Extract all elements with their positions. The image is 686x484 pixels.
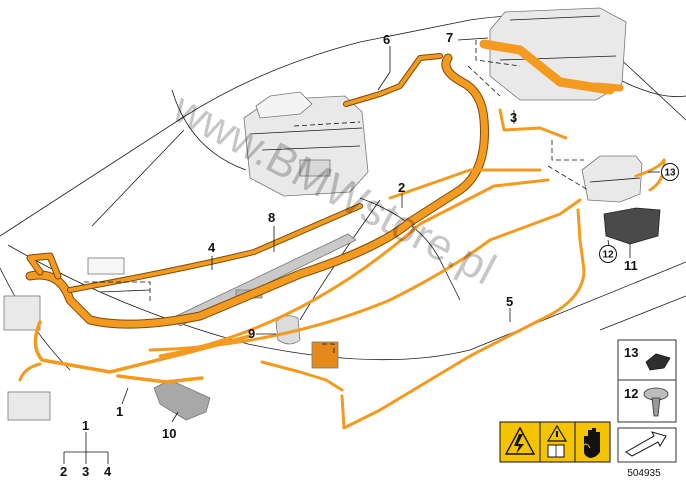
callout-12-circled: 12 bbox=[602, 250, 614, 261]
callout-6: 6 bbox=[383, 32, 390, 47]
charging-unit bbox=[581, 155, 661, 245]
callout-4: 4 bbox=[208, 240, 216, 255]
callout-1: 1 bbox=[116, 404, 123, 419]
callout-13-circled: 13 bbox=[664, 168, 676, 179]
connector-box bbox=[311, 341, 339, 369]
callout-7: 7 bbox=[446, 30, 453, 45]
cable-holder bbox=[153, 379, 211, 421]
callout-12-circle bbox=[599, 245, 617, 263]
direction-arrow-icon bbox=[625, 431, 667, 457]
callout-8: 8 bbox=[268, 210, 275, 225]
grouping-dashes bbox=[84, 40, 589, 356]
callout-2-group: 2 bbox=[60, 464, 67, 479]
callout-13-circle bbox=[661, 163, 679, 181]
warning-label bbox=[499, 421, 611, 463]
no-touch-hand-icon bbox=[584, 428, 600, 458]
direction-box bbox=[617, 427, 677, 463]
callout-5: 5 bbox=[506, 294, 513, 309]
callout-3: 3 bbox=[510, 110, 517, 125]
hv-battery bbox=[479, 7, 627, 101]
callout-10: 10 bbox=[162, 426, 176, 441]
callout-3-group: 3 bbox=[82, 464, 89, 479]
diagram-reference-number: 504935 bbox=[627, 468, 661, 479]
callout-2: 2 bbox=[398, 180, 405, 195]
legend-item-13: 13 bbox=[624, 345, 638, 360]
callout-11: 11 bbox=[624, 258, 638, 273]
hv-cables bbox=[18, 53, 666, 430]
small-parts-panel: 13 12 bbox=[617, 339, 677, 423]
leader-lines bbox=[63, 37, 660, 464]
callout-4-group: 4 bbox=[104, 464, 112, 479]
callout-1-group: 1 bbox=[82, 418, 89, 433]
callout-labels: 6 7 3 2 4 8 5 9 10 1 11 1 2 3 4 bbox=[60, 30, 638, 479]
circled-callouts: 13 12 bbox=[599, 163, 679, 263]
lightning-bolt-icon bbox=[514, 434, 524, 454]
power-electronics-unit bbox=[243, 91, 369, 197]
legend-item-12: 12 bbox=[624, 386, 638, 401]
callout-9: 9 bbox=[248, 326, 255, 341]
high-voltage-warning-icon bbox=[504, 426, 536, 455]
heater-unit bbox=[3, 257, 125, 421]
clip-part-icon bbox=[645, 353, 671, 371]
